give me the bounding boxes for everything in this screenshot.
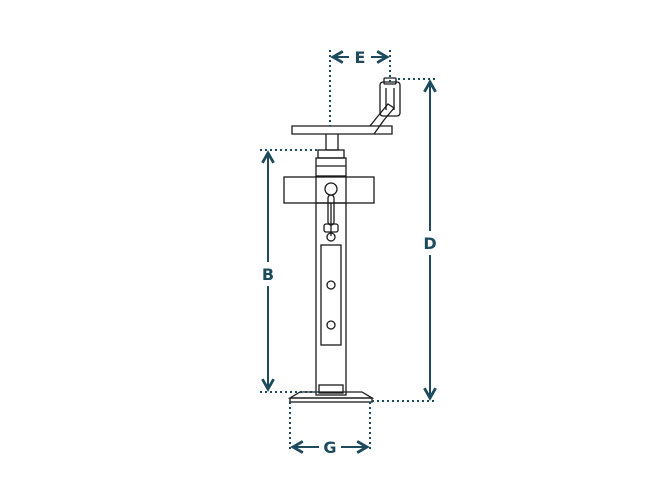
dimension-b-label: B <box>262 265 274 284</box>
dimension-d-label: D <box>423 234 436 253</box>
mounting-clamp <box>283 176 375 233</box>
foot-plate <box>287 384 375 403</box>
crank-handle <box>291 77 401 151</box>
adjustment-hole <box>326 320 336 330</box>
inner-slot <box>320 244 342 346</box>
gear-housing <box>315 149 347 177</box>
adjustment-hole <box>326 232 336 242</box>
dimension-e-label: E <box>355 48 366 67</box>
outer-tube <box>315 202 347 396</box>
adjustment-hole <box>326 280 336 290</box>
jack-drawing <box>283 77 401 403</box>
dimension-g-label: G <box>323 438 336 457</box>
